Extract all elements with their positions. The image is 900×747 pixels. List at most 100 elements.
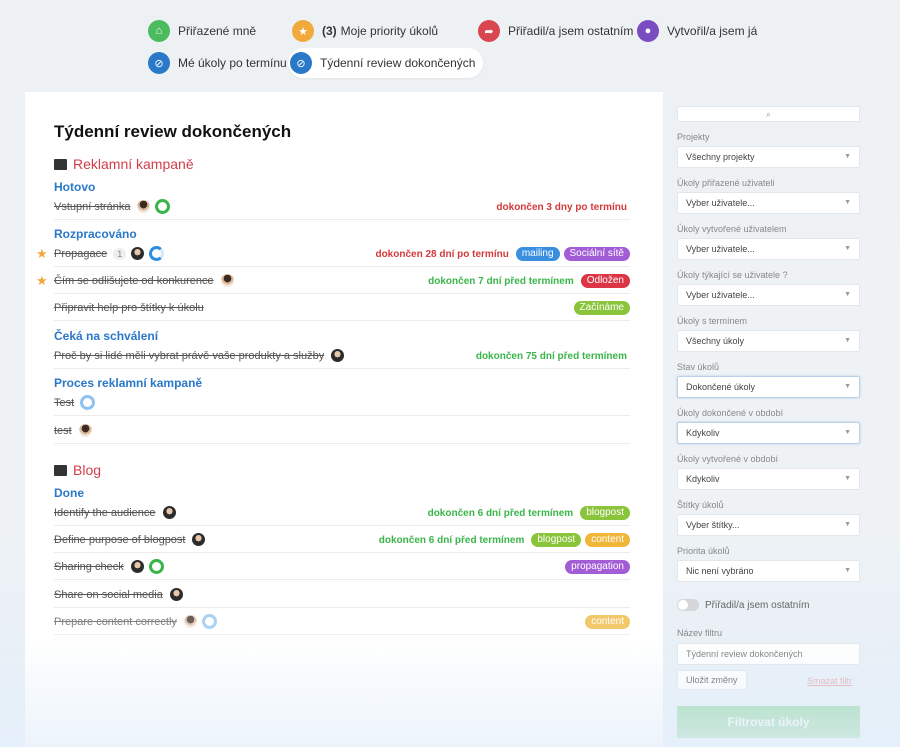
task-name[interactable]: Vstupní stránka: [54, 200, 131, 213]
priority-star-icon[interactable]: ★: [36, 273, 48, 288]
task-name[interactable]: Define purpose of blogpost: [54, 533, 186, 546]
assigned-others-toggle[interactable]: [677, 599, 699, 611]
chevron-down-icon: ▼: [844, 291, 851, 298]
select-value: Vyber štítky...: [686, 520, 740, 530]
tag[interactable]: Odložen: [580, 274, 630, 288]
toggle-label: Přiřadil/a jsem ostatním: [705, 600, 810, 611]
filter-overdue[interactable]: ⊘ Mé úkoly po termínu: [146, 48, 295, 78]
filter-assigned-me[interactable]: ⌂ Přiřazené mně: [146, 16, 264, 46]
project-name: Reklamní kampaně: [73, 156, 194, 172]
filter-name-input[interactable]: Týdenní review dokončených: [677, 643, 860, 665]
search-input[interactable]: ⌕: [677, 106, 860, 122]
completed-period-select[interactable]: Kdykoliv▼: [677, 422, 860, 444]
tag[interactable]: propagation: [565, 560, 630, 574]
task-name[interactable]: Share on social media: [54, 588, 163, 601]
star-icon: ★: [292, 20, 314, 42]
tags-select[interactable]: Vyber štítky... ▼: [677, 514, 860, 536]
avatar: [161, 505, 177, 520]
due-status: dokončen 7 dní před termínem: [428, 275, 574, 287]
tag[interactable]: blogpost: [580, 506, 630, 520]
task-name[interactable]: Prepare content correctly: [54, 615, 177, 628]
task-row[interactable]: Připravit help pro štítky k úkolu Začíná…: [54, 295, 630, 321]
filter-label: Moje priority úkolů: [340, 24, 439, 38]
due-status: dokončen 6 dní před termínem: [427, 507, 574, 519]
filter-weekly-review[interactable]: ⊘ Týdenní review dokončených: [288, 48, 484, 78]
project-heading[interactable]: Blog: [54, 462, 101, 478]
delete-filter-link[interactable]: Smazat filtr: [807, 676, 853, 686]
task-name[interactable]: Proč by si lidé měli vybrat právě vaše p…: [54, 349, 325, 362]
created-user-select[interactable]: Vyber uživatele... ▼: [677, 238, 860, 260]
filter-tasks-button[interactable]: Filtrovat úkoly: [677, 706, 860, 738]
tag[interactable]: blogpost: [531, 533, 582, 547]
projects-select[interactable]: Všechny projekty▼: [677, 146, 860, 168]
project-heading[interactable]: Reklamní kampaně: [54, 156, 194, 172]
save-button[interactable]: Uložit změny: [677, 670, 747, 690]
task-name[interactable]: Propagace: [54, 247, 108, 260]
task-name[interactable]: test: [54, 424, 72, 437]
chevron-down-icon: ▼: [844, 521, 851, 528]
state-label: Stav úkolů: [677, 362, 720, 372]
task-row[interactable]: ★ Čím se odlišujete od konkurence dokonč…: [36, 268, 630, 294]
chevron-down-icon: ▼: [844, 199, 851, 206]
task-name[interactable]: Připravit help pro štítky k úkolu: [54, 301, 204, 314]
priority-star-icon[interactable]: ★: [36, 246, 48, 261]
filter-sidebar: ⌕ Projekty Všechny projekty▼ Úkoly přiřa…: [663, 92, 900, 747]
priority-select[interactable]: Nic není vybráno▼: [677, 560, 860, 582]
filter-label: Vytvořil/a jsem já: [667, 24, 758, 38]
task-row[interactable]: ★ Propagace 1 dokončen 28 dní po termínu…: [36, 241, 630, 267]
task-row[interactable]: test: [54, 418, 630, 444]
task-row[interactable]: Test: [54, 390, 630, 416]
avatar: [168, 587, 184, 602]
avatar: [129, 559, 145, 574]
progress-ring-icon: [80, 395, 96, 410]
label-text: Úkoly týkající se uživatele: [677, 270, 781, 280]
filter-label: Mé úkoly po termínu: [178, 56, 287, 70]
assigned-user-select[interactable]: Vyber uživatele...▼: [677, 192, 860, 214]
avatar: [191, 532, 207, 547]
filter-created-me[interactable]: ● Vytvořil/a jsem já: [635, 16, 765, 46]
task-name[interactable]: Test: [54, 396, 75, 409]
select-value: Vyber uživatele...: [686, 244, 755, 254]
tag[interactable]: mailing: [515, 247, 560, 261]
filter-my-priorities[interactable]: ★ (3) Moje priority úkolů: [290, 16, 446, 46]
task-name[interactable]: Čím se odlišujete od konkurence: [54, 274, 214, 287]
tags-label: Štítky úkolů: [677, 500, 724, 510]
task-row[interactable]: Identify the audience dokončen 6 dní pře…: [54, 500, 630, 526]
help-icon[interactable]: ?: [782, 270, 788, 280]
progress-ring-icon: [149, 246, 165, 261]
user-icon: ●: [637, 20, 659, 42]
deadline-select[interactable]: Všechny úkoly▼: [677, 330, 860, 352]
task-row[interactable]: Define purpose of blogpost dokončen 6 dn…: [54, 527, 630, 553]
completed-period-label: Úkoly dokončené v období: [677, 408, 784, 418]
assigned-label: Úkoly přiřazené uživateli: [677, 178, 775, 188]
task-row[interactable]: Share on social media: [54, 582, 630, 608]
projects-label: Projekty: [677, 132, 710, 142]
chevron-down-icon: ▼: [844, 245, 851, 252]
filter-label: Přiřadil/a jsem ostatním: [508, 24, 634, 38]
section-heading: Čeká na schválení: [54, 329, 159, 343]
tag[interactable]: content: [585, 533, 630, 547]
tag[interactable]: Sociální sítě: [563, 247, 630, 261]
progress-ring-icon: [148, 559, 164, 574]
task-row[interactable]: Proč by si lidé měli vybrat právě vaše p…: [54, 343, 630, 369]
task-name[interactable]: Identify the audience: [54, 506, 156, 519]
task-row[interactable]: Vstupní stránka dokončen 3 dny po termín…: [54, 194, 630, 220]
filter-assigned-others[interactable]: ➦ Přiřadil/a jsem ostatním: [476, 16, 641, 46]
task-row[interactable]: Sharing check propagation: [54, 554, 630, 580]
tag[interactable]: Začínáme: [573, 301, 630, 315]
filter-label: Týdenní review dokončených: [320, 56, 476, 70]
due-status: dokončen 6 dní před termínem: [378, 534, 525, 546]
section-heading: Done: [54, 486, 84, 500]
tag[interactable]: content: [585, 615, 630, 629]
section-heading: Rozpracováno: [54, 227, 137, 241]
avatar: [330, 348, 346, 363]
task-row[interactable]: Prepare content correctly content: [54, 609, 630, 635]
concerning-user-select[interactable]: Vyber uživatele...▼: [677, 284, 860, 306]
created-period-label: Úkoly vytvořené v období: [677, 454, 779, 464]
created-period-select[interactable]: Kdykoliv▼: [677, 468, 860, 490]
concerning-label: Úkoly týkající se uživatele ?: [677, 270, 788, 280]
select-value: Všechny projekty: [686, 152, 755, 162]
created-label: Úkoly vytvořené uživatelem: [677, 224, 787, 234]
task-name[interactable]: Sharing check: [54, 560, 124, 573]
state-select[interactable]: Dokončené úkoly▼: [677, 376, 860, 398]
